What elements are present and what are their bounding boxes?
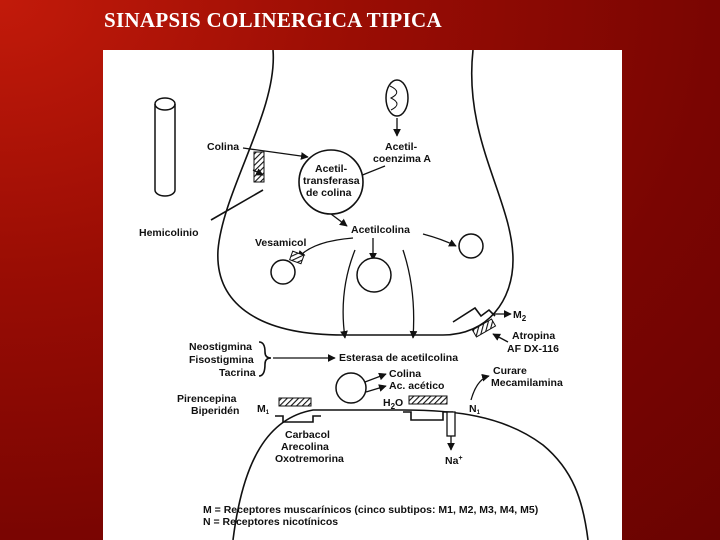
label-acetil-transferasa-3: de colina bbox=[306, 187, 352, 199]
label-neostigmina: Neostigmina bbox=[189, 341, 252, 353]
label-atropina: Atropina bbox=[512, 330, 555, 342]
label-acetil-transferasa-1: Acetil- bbox=[315, 163, 348, 175]
label-carbacol: Carbacol bbox=[285, 429, 330, 441]
label-colina-top: Colina bbox=[207, 141, 239, 153]
label-tacrina: Tacrina bbox=[219, 367, 256, 379]
sodium-channel-icon bbox=[446, 411, 456, 437]
label-m2: M2 bbox=[513, 309, 527, 323]
hemicolinio-block bbox=[253, 151, 265, 183]
vesicle-left bbox=[270, 259, 296, 285]
vesamicol-block bbox=[289, 250, 305, 265]
label-ac-acetico: Ac. acético bbox=[389, 380, 444, 392]
pirencepina-block bbox=[278, 397, 312, 407]
vesicle-center bbox=[356, 257, 392, 293]
mitochondrion-icon bbox=[385, 79, 409, 117]
label-biperiden: Biperidén bbox=[191, 405, 239, 417]
legend-line-2: N = Receptores nicotínicos bbox=[203, 516, 338, 528]
label-oxotremorina: Oxotremorina bbox=[275, 453, 344, 465]
label-vesamicol: Vesamicol bbox=[255, 237, 306, 249]
label-af-dx-116: AF DX-116 bbox=[507, 343, 559, 355]
label-pirencepina: Pirencepina bbox=[177, 393, 237, 405]
label-na: Na+ bbox=[445, 455, 463, 467]
label-m1: M1 bbox=[257, 403, 270, 416]
vesicle-right bbox=[458, 233, 484, 259]
label-mecamilamina: Mecamilamina bbox=[491, 377, 563, 389]
presynaptic-membrane bbox=[217, 50, 514, 336]
label-acetil-transferasa-2: transferasa bbox=[303, 175, 360, 187]
label-coenzima-a: coenzima A bbox=[373, 153, 431, 165]
label-n1: N1 bbox=[469, 403, 481, 416]
atropina-block bbox=[471, 318, 497, 338]
label-hemicolinio: Hemicolinio bbox=[139, 227, 199, 239]
choline-transporter-icon bbox=[154, 97, 176, 197]
slide-title: SINAPSIS COLINERGICA TIPICA bbox=[104, 8, 442, 32]
curare-block bbox=[408, 395, 448, 405]
label-arecolina: Arecolina bbox=[281, 441, 329, 453]
synapse-diagram: Colina Hemicolinio Acetil- coenzima A Ac… bbox=[103, 50, 622, 540]
label-esterasa: Esterasa de acetilcolina bbox=[339, 352, 458, 364]
esterasa-enzyme bbox=[335, 372, 367, 404]
label-acetilcolina: Acetilcolina bbox=[351, 224, 410, 236]
label-fisostigmina: Fisostigmina bbox=[189, 354, 254, 366]
label-colina-bottom: Colina bbox=[389, 368, 421, 380]
label-h2o: H2O bbox=[383, 397, 403, 411]
label-acetil: Acetil- bbox=[385, 141, 418, 153]
label-curare: Curare bbox=[493, 365, 527, 377]
legend-line-1: M = Receptores muscarínicos (cinco subti… bbox=[203, 504, 538, 516]
